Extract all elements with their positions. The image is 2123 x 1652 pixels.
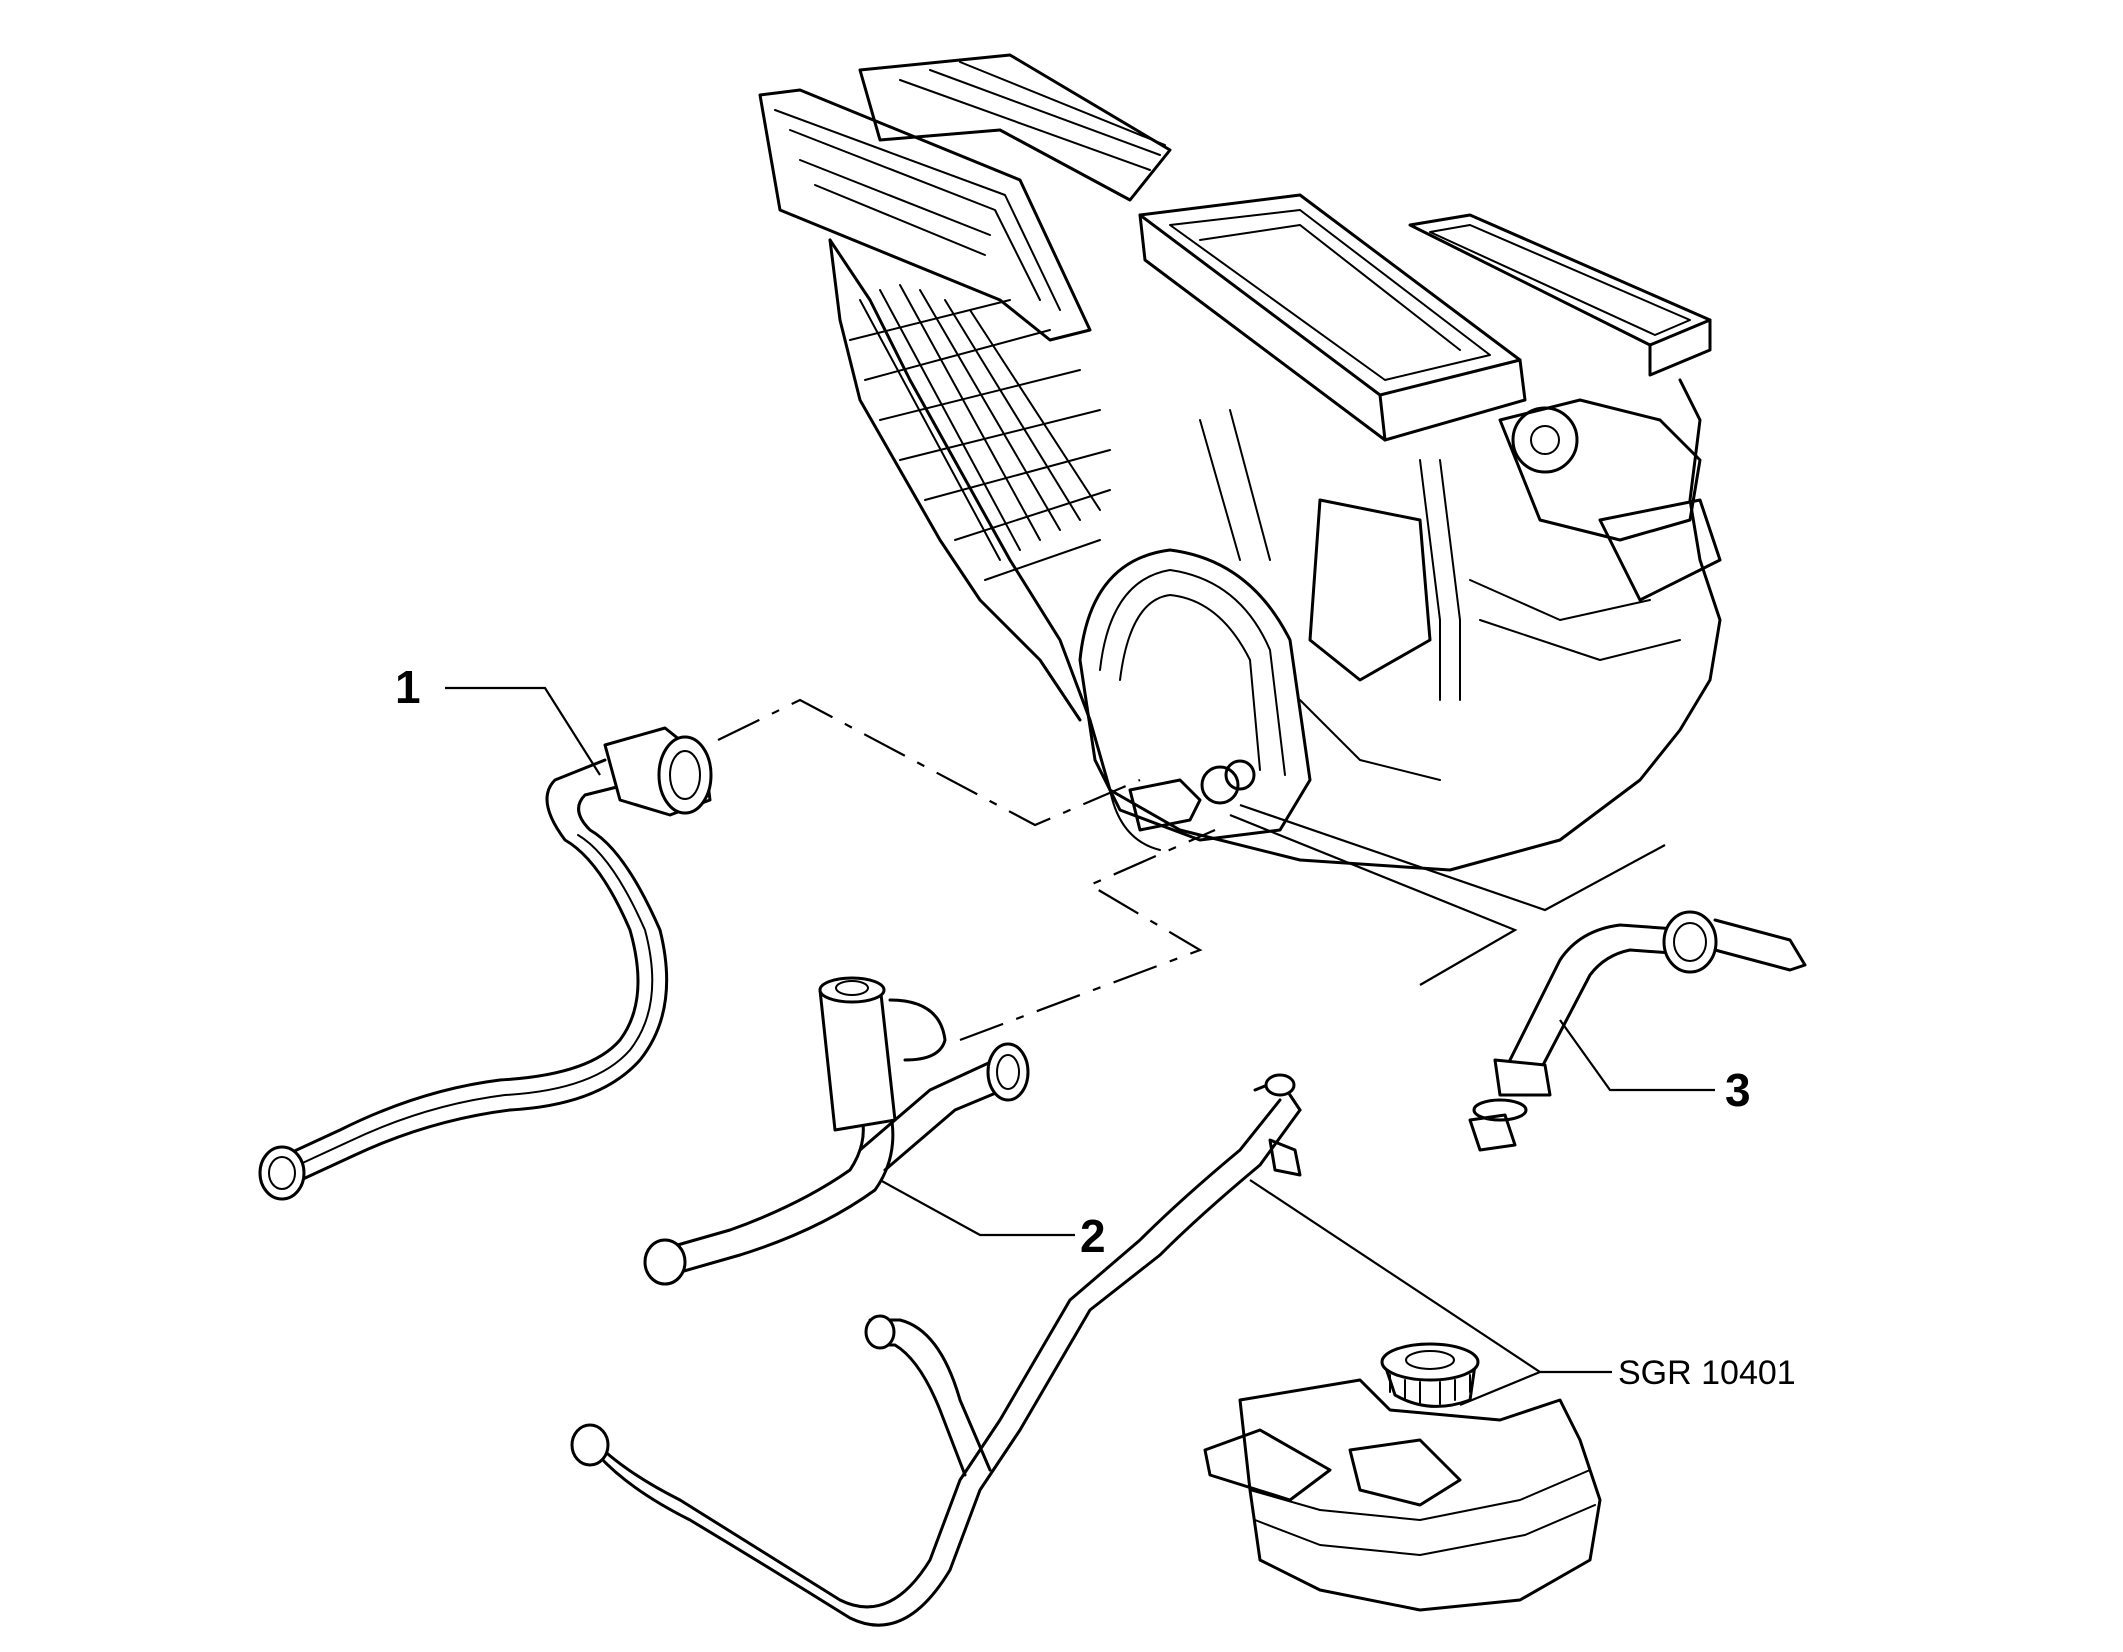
leader-2 (879, 1179, 1075, 1237)
hose-part-2 (643, 976, 1030, 1286)
assembly-lines (717, 698, 1666, 1042)
callout-1: 1 (395, 661, 421, 713)
leader-3 (1559, 1019, 1715, 1092)
callout-3: 3 (1725, 1064, 1751, 1116)
callout-2: 2 (1080, 1210, 1106, 1262)
hose-part-3 (1468, 910, 1807, 1152)
coolant-lines-and-tank (570, 1073, 1602, 1627)
reference-code: SGR 10401 (1618, 1354, 1796, 1392)
heater-unit-assembly (758, 53, 1722, 872)
leader-1 (445, 686, 601, 776)
callout-leaders (445, 686, 1715, 1407)
hose-part-1 (258, 726, 713, 1201)
leader-sgr-tank (1459, 1370, 1541, 1407)
